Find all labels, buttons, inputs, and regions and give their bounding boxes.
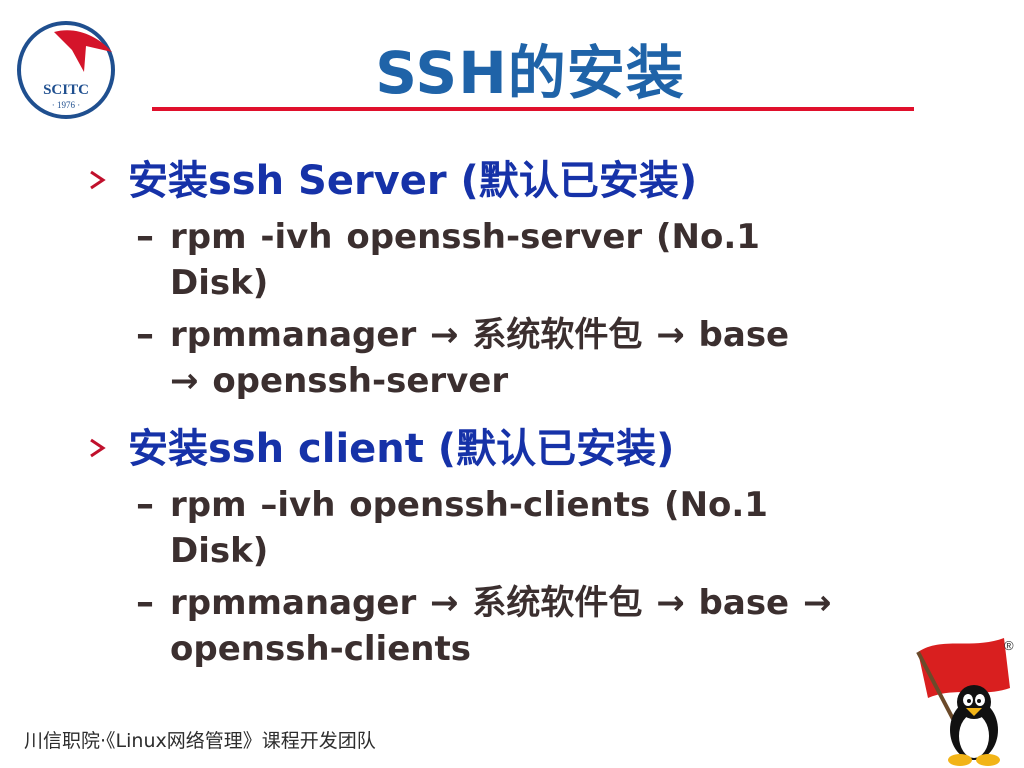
sub-list: – rpm –ivh openssh-clients (No.1 Disk) –… — [136, 482, 948, 672]
sub-line: rpm –ivh openssh-clients (No.1 — [170, 485, 768, 525]
sub-line: rpmmanager → 系统软件包 → base — [170, 315, 790, 355]
tux-flag-icon: ® — [916, 638, 1014, 766]
sub-dash: – — [136, 582, 154, 623]
logo-wordmark: SCITC — [43, 82, 89, 98]
registered-mark: ® — [1004, 638, 1014, 653]
footer-credit: 川信职院·《Linux网络管理》课程开发团队 — [24, 730, 376, 752]
chevron-right-icon — [88, 154, 128, 194]
bullet-text: 安装ssh client (默认已安装) — [128, 426, 675, 472]
chevron-right-icon — [88, 422, 128, 462]
bullet-text: 安装ssh Server (默认已安装) — [128, 158, 698, 204]
sub-line: openssh-clients — [170, 629, 471, 669]
sub-line: Disk) — [170, 263, 269, 303]
sub-dash: – — [136, 314, 154, 355]
sub-item: – rpmmanager → 系统软件包 → base → openssh-cl… — [136, 580, 948, 672]
title-divider — [152, 107, 914, 111]
sub-line: rpmmanager → 系统软件包 → base → — [170, 583, 832, 623]
sub-line: Disk) — [170, 531, 269, 571]
bullet-item: 安装ssh Server (默认已安装) — [88, 154, 948, 208]
sub-list: – rpm -ivh openssh-server (No.1 Disk) – … — [136, 214, 948, 404]
sub-dash: – — [136, 216, 154, 257]
sub-text: rpmmanager → 系统软件包 → base → openssh-clie… — [170, 580, 870, 672]
sub-item: – rpmmanager → 系统软件包 → base → openssh-se… — [136, 312, 948, 404]
slide-content: 安装ssh Server (默认已安装) – rpm -ivh openssh-… — [88, 148, 948, 672]
logo-year: · 1976 · — [52, 100, 81, 110]
sub-item: – rpm –ivh openssh-clients (No.1 Disk) — [136, 482, 948, 574]
sub-text: rpm –ivh openssh-clients (No.1 Disk) — [170, 482, 870, 574]
sub-item: – rpm -ivh openssh-server (No.1 Disk) — [136, 214, 948, 306]
sub-dash: – — [136, 484, 154, 525]
sub-text: rpm -ivh openssh-server (No.1 Disk) — [170, 214, 870, 306]
sub-line: → openssh-server — [170, 361, 509, 401]
sub-text: rpmmanager → 系统软件包 → base → openssh-serv… — [170, 312, 870, 404]
slide-title: SSH的安装 — [375, 39, 685, 107]
sub-line: rpm -ivh openssh-server (No.1 — [170, 217, 760, 257]
bullet-item: 安装ssh client (默认已安装) — [88, 422, 948, 476]
scitc-logo: SCITC · 1976 · — [17, 21, 115, 119]
